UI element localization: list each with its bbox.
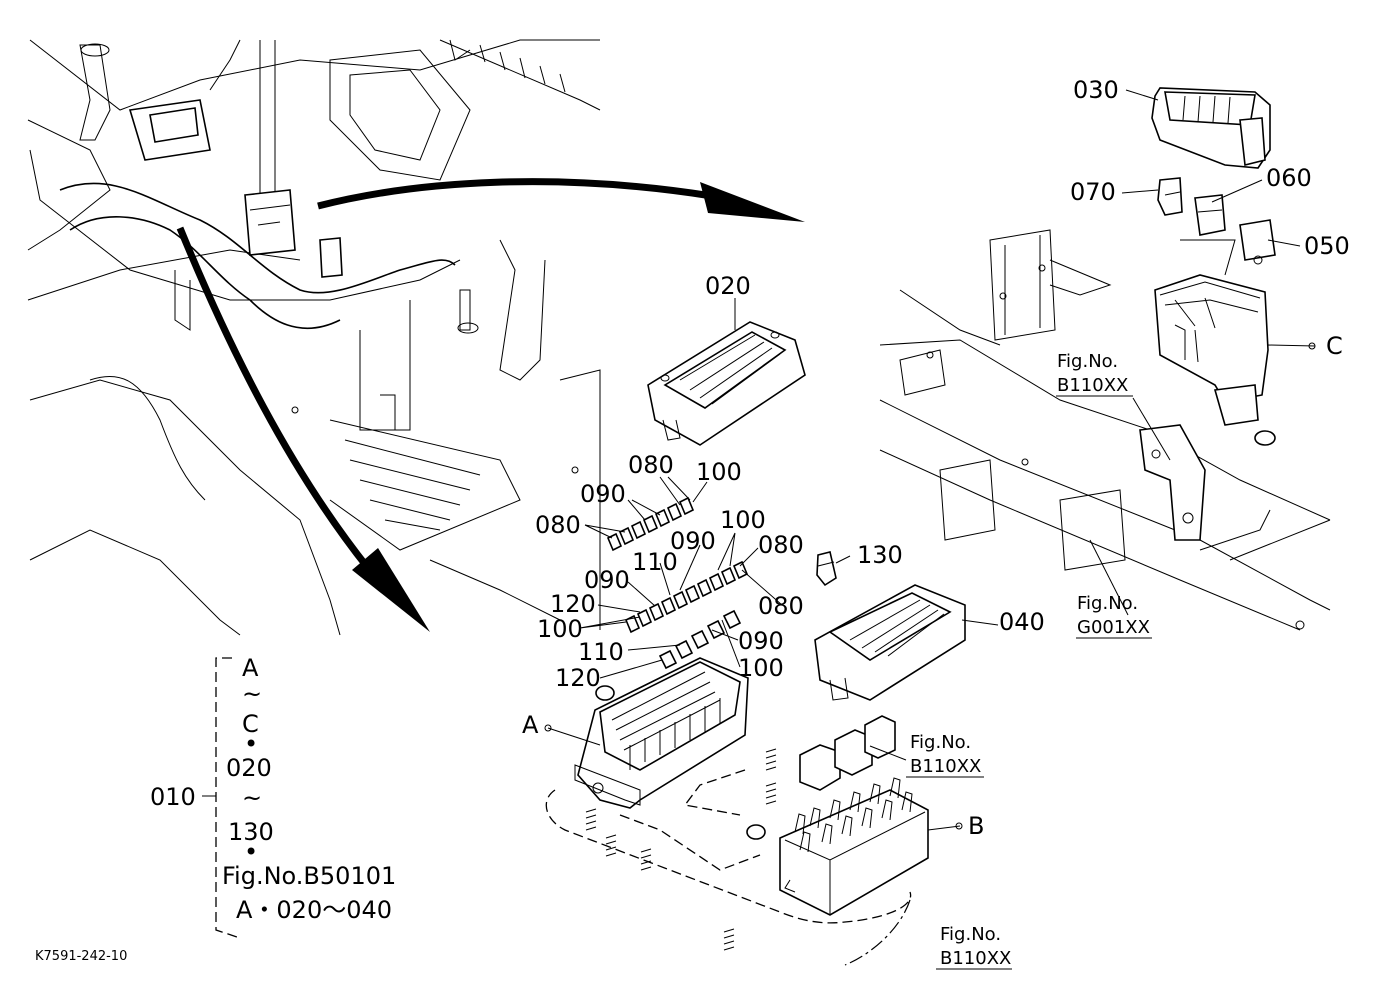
- fuse-label: 100: [720, 506, 766, 534]
- fuse-label: 100: [537, 615, 583, 643]
- label-130: 130: [857, 541, 903, 569]
- fig-ref-label: Fig.No.: [910, 732, 971, 753]
- fuse-label: 120: [555, 664, 601, 692]
- fuse-label: 090: [738, 627, 784, 655]
- assembly-legend: 010 A ~ C • 020 ~ 130 • Fig.No.B50101 A・…: [150, 654, 396, 924]
- fuse-label: 090: [580, 480, 626, 508]
- assembly-item: 020: [226, 754, 272, 782]
- fuse-label: 110: [578, 638, 624, 666]
- label-040: 040: [999, 608, 1045, 636]
- mounting-plate: [545, 769, 912, 966]
- frame-right: [879, 229, 1331, 631]
- letter-b: B: [968, 812, 984, 840]
- fig-ref-label: Fig.No.: [940, 924, 1001, 945]
- fuse-label: 120: [550, 590, 596, 618]
- fig-ref-label: Fig.No.: [1057, 351, 1118, 372]
- fuse-label: 090: [670, 527, 716, 555]
- assembly-item: A: [242, 654, 259, 682]
- fuse-label: 100: [696, 458, 742, 486]
- assembly-item: 130: [228, 818, 274, 846]
- cover-040: [814, 584, 966, 701]
- label-020: 020: [705, 272, 751, 300]
- assembly-item: A・020～040: [236, 896, 392, 924]
- callout-arrows: [176, 178, 805, 632]
- assembly-item: •: [244, 838, 258, 866]
- letter-a: A: [522, 711, 539, 739]
- label-070: 070: [1070, 178, 1116, 206]
- assembly-bracket: [202, 657, 241, 939]
- fuse-labels: 080 100 090 080 100 090 080 110 090 120 …: [535, 451, 804, 692]
- fig-ref-label: Fig.No.: [1077, 593, 1138, 614]
- cover-020: [647, 321, 806, 446]
- label-060: 060: [1266, 164, 1312, 192]
- fig-ref-number: B110XX: [1057, 375, 1128, 396]
- fuse-box-a: [544, 657, 749, 809]
- part-labels: 030 070 060 050 020 040 130 C A B: [522, 76, 1350, 840]
- relay-130: [816, 551, 837, 587]
- springs: [585, 748, 777, 951]
- letter-c: C: [1326, 332, 1343, 360]
- fig-ref-number: B110XX: [910, 756, 981, 777]
- fig-ref-number: G001XX: [1077, 617, 1150, 638]
- figure-references: Fig.No. B110XX Fig.No. G001XX Fig.No. B1…: [906, 351, 1152, 970]
- drawing-code: K7591-242-10: [35, 949, 127, 964]
- vehicle-cutaway: [27, 39, 601, 636]
- fuse-label: 110: [632, 548, 678, 576]
- fig-ref-number: B110XX: [940, 948, 1011, 969]
- relay-block-b: [746, 715, 963, 916]
- assembly-item: •: [244, 730, 258, 758]
- leader-lines: [547, 89, 1316, 831]
- fuse-label: 100: [738, 654, 784, 682]
- assembly-item: ~: [242, 784, 262, 812]
- assembly-item: C: [242, 710, 259, 738]
- fuse-label: 080: [535, 511, 581, 539]
- assembly-item: Fig.No.B50101: [222, 862, 396, 890]
- relay-holder-c: [1139, 87, 1316, 541]
- label-030: 030: [1073, 76, 1119, 104]
- fuse-label: 080: [628, 451, 674, 479]
- label-050: 050: [1304, 232, 1350, 260]
- fuse-label: 080: [758, 592, 804, 620]
- assembly-item: ~: [242, 680, 262, 708]
- assembly-part-number: 010: [150, 783, 196, 811]
- fuse-label: 090: [584, 566, 630, 594]
- fuse-label: 080: [758, 531, 804, 559]
